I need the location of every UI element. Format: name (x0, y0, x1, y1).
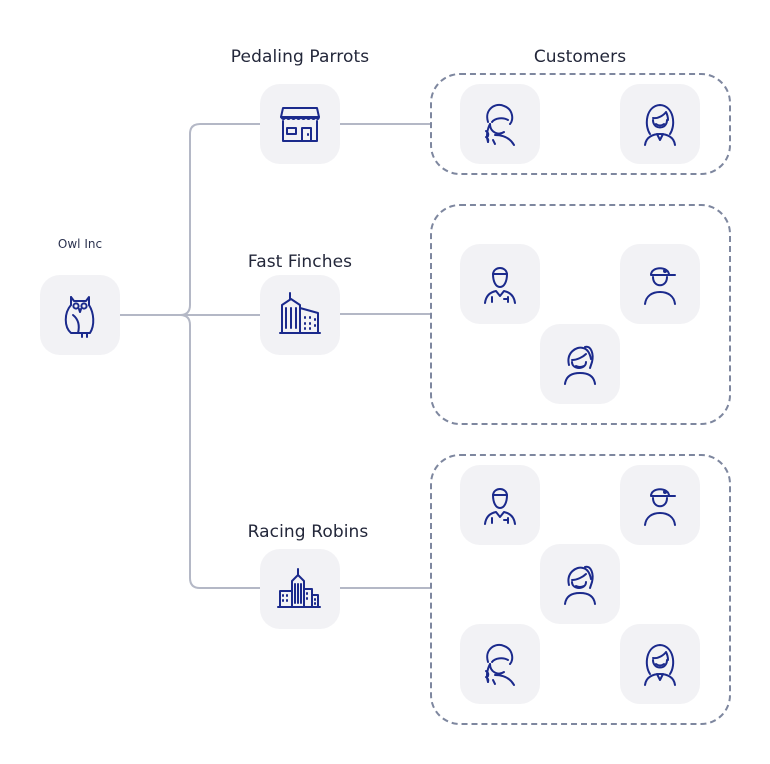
man-short-hair-icon (484, 267, 516, 304)
store-node-pedaling-parrots[interactable] (260, 84, 340, 164)
customer-group-pedaling-parrots (430, 73, 731, 175)
store-node-racing-robins[interactable] (260, 549, 340, 629)
customer-node[interactable] (460, 84, 540, 164)
woman-ponytail-icon (564, 345, 596, 385)
customer-node[interactable] (620, 465, 700, 545)
store-label-pedaling-parrots: Pedaling Parrots (230, 47, 370, 67)
man-short-hair-icon (484, 488, 516, 525)
root-label: Owl Inc (57, 237, 103, 251)
customer-node[interactable] (460, 624, 540, 704)
city-skyline-icon (277, 568, 321, 608)
storefront-icon (280, 107, 320, 142)
customer-node[interactable] (540, 324, 620, 404)
customers-header: Customers (533, 47, 627, 67)
owl-icon (64, 296, 95, 338)
man-cap-icon (644, 267, 676, 305)
customer-node[interactable] (620, 84, 700, 164)
root-node[interactable] (40, 275, 120, 355)
woman-long-hair-icon (644, 644, 676, 686)
customer-node[interactable] (620, 624, 700, 704)
customer-node[interactable] (540, 544, 620, 624)
woman-ponytail-icon (564, 565, 596, 605)
customer-node[interactable] (620, 244, 700, 324)
woman-braid-icon (485, 103, 515, 146)
store-label-racing-robins: Racing Robins (247, 522, 369, 542)
customer-node[interactable] (460, 244, 540, 324)
woman-long-hair-icon (644, 104, 676, 146)
office-buildings-icon (279, 292, 321, 334)
man-cap-icon (644, 488, 676, 526)
customer-group-racing-robins (430, 454, 731, 725)
customer-group-fast-finches (430, 204, 731, 425)
woman-braid-icon (485, 643, 515, 686)
store-label-fast-finches: Fast Finches (247, 252, 353, 272)
customer-node[interactable] (460, 465, 540, 545)
store-node-fast-finches[interactable] (260, 275, 340, 355)
